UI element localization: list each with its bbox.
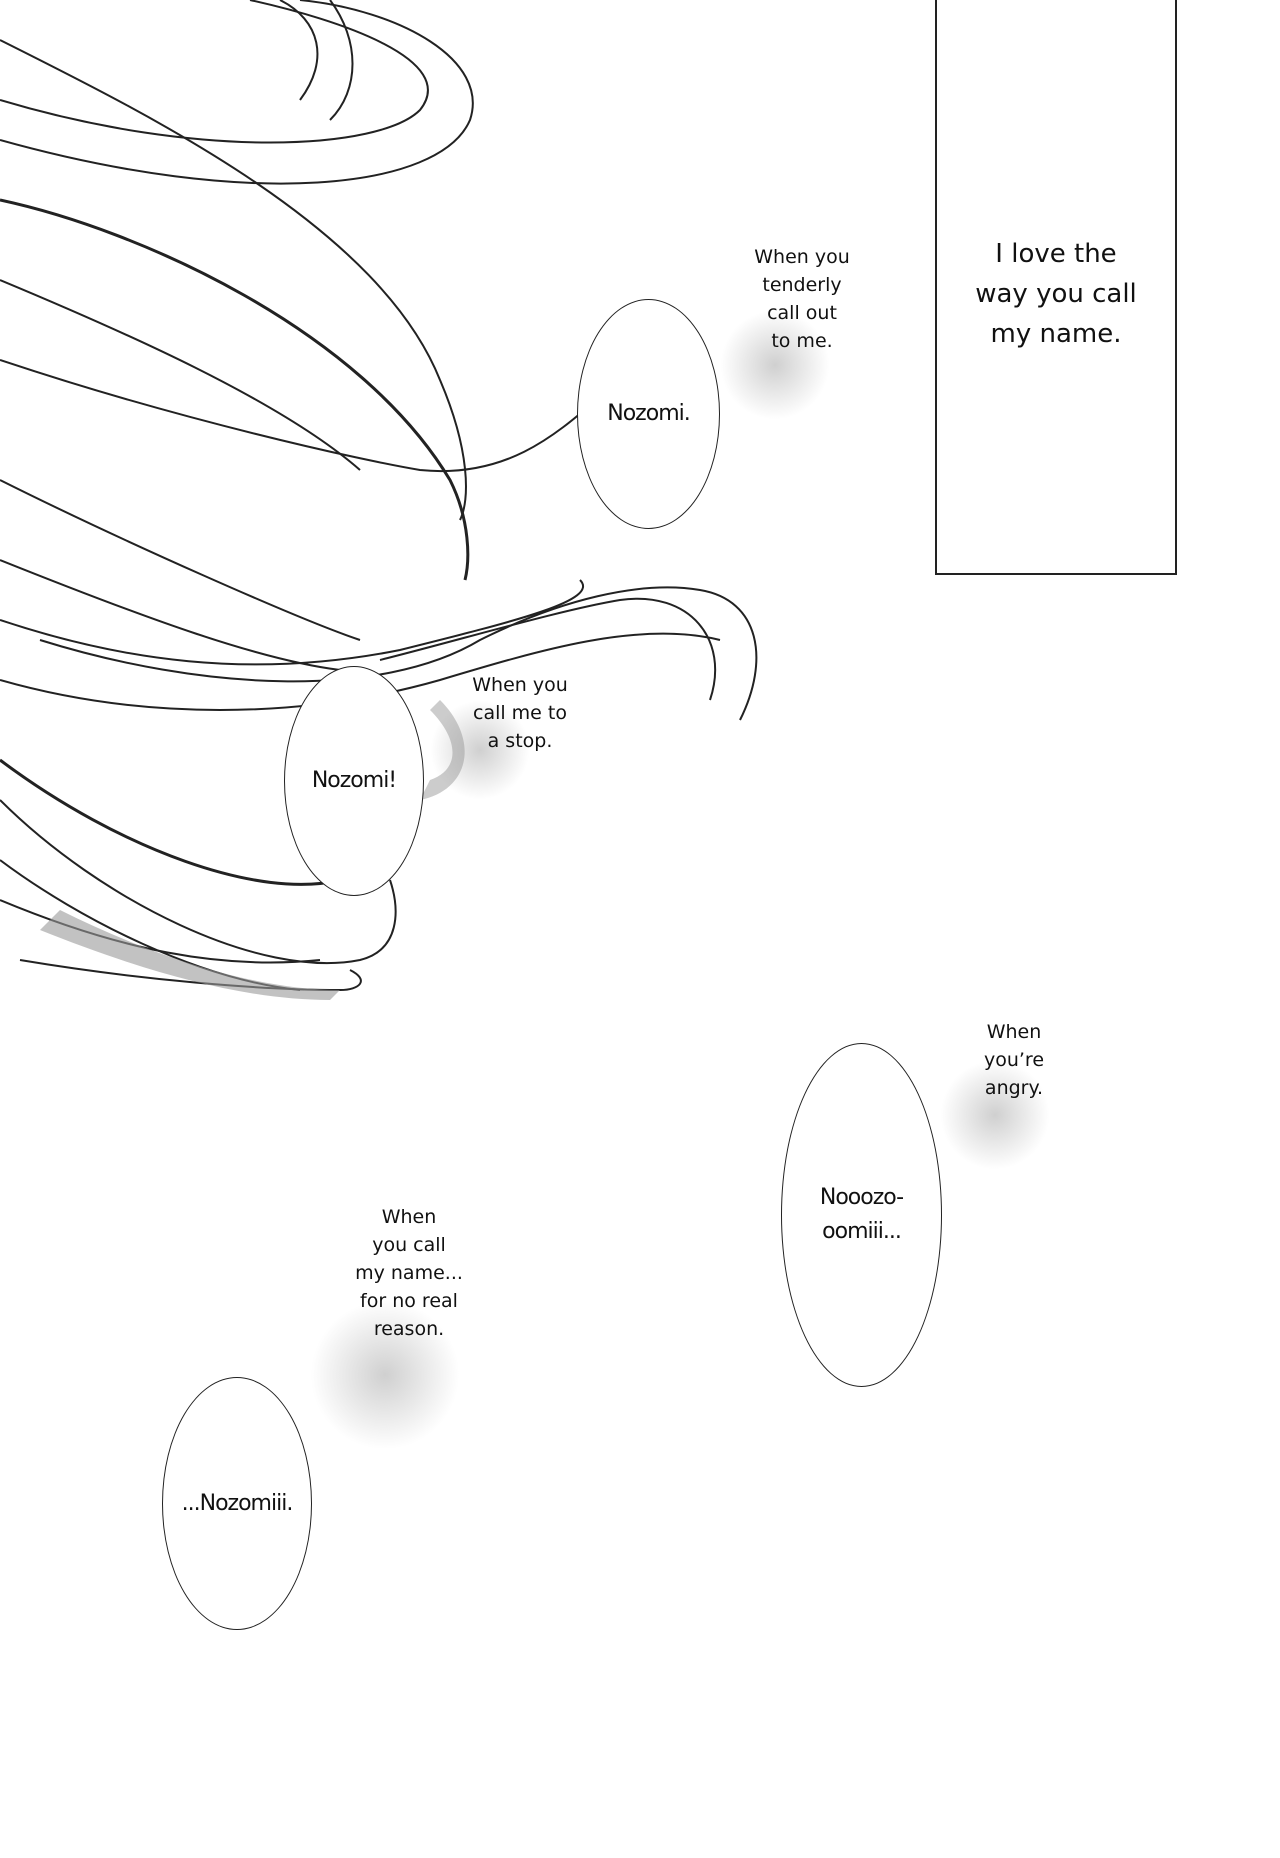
narration-caption-box: I love the way you call my name. [935, 0, 1177, 575]
speech-text: ...Nozomiii. [181, 1490, 294, 1516]
speech-bubble: Nooozo- oomiii... [781, 1043, 942, 1387]
speech-text: Nozomi! [311, 768, 397, 793]
tone-shadow [940, 1060, 1050, 1170]
speech-bubble: Nozomi. [577, 299, 720, 529]
speech-bubble: ...Nozomiii. [162, 1377, 312, 1630]
caption-text: I love the way you call my name. [975, 239, 1137, 349]
narration-text: When you’re angry. [983, 1021, 1045, 1099]
narration-text: When you call me to a stop. [472, 674, 568, 752]
speech-bubble: Nozomi! [284, 666, 424, 896]
tone-shadow [720, 310, 830, 420]
narration-text: When you call my name... for no real rea… [355, 1206, 463, 1340]
narration-text: When you tenderly call out to me. [754, 246, 850, 352]
speech-text: Nozomi. [607, 401, 690, 426]
speech-text: Nooozo- oomiii... [819, 1185, 904, 1244]
tone-shadow [430, 700, 530, 800]
tone-shadow [310, 1300, 460, 1450]
